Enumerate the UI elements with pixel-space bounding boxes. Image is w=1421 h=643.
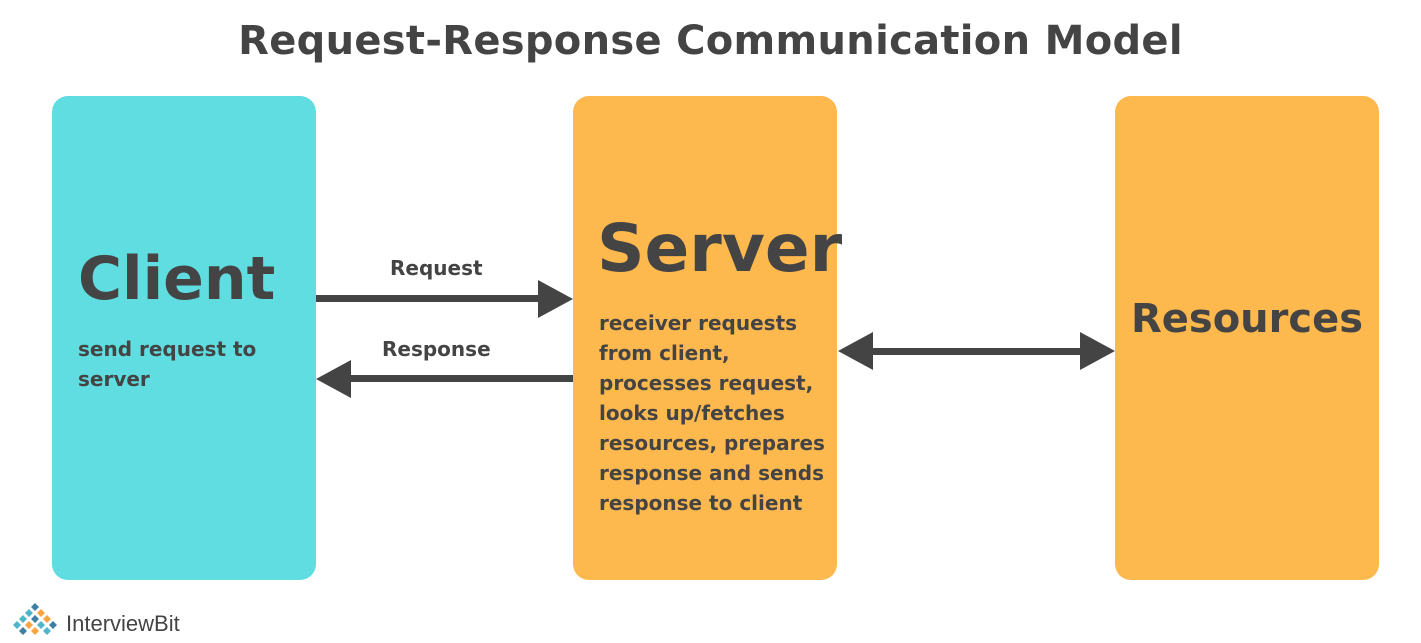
server-box: Server receiver requests from client, pr… [573,96,842,580]
server-resources-arrow [838,332,1115,370]
interviewbit-logo: InterviewBit [8,601,180,641]
resources-title: Resources [1130,296,1364,342]
server-description: receiver requests from client, processes… [599,311,825,515]
server-title: Server [597,210,843,287]
client-box: Client send request to server [52,96,316,580]
response-label: Response [382,337,491,361]
resources-box: Resources [1115,96,1379,580]
logo-text: InterviewBit [66,611,180,636]
response-arrow [316,360,573,398]
diagram-title: Request-Response Communication Model [238,18,1183,64]
request-label: Request [390,256,483,280]
interviewbit-logo-icon [13,603,57,635]
request-arrow [316,280,573,318]
client-description: send request to server [78,337,257,391]
client-title: Client [78,244,276,314]
